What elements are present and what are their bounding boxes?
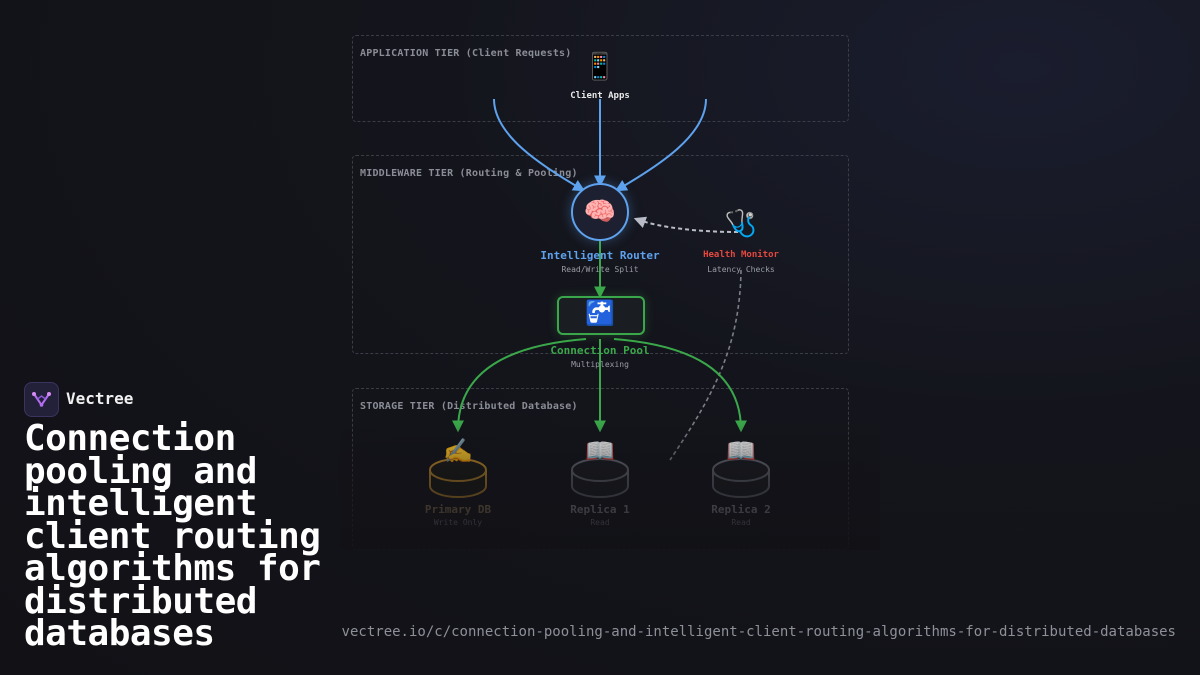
intelligent-router-label: Intelligent Router — [540, 249, 660, 262]
stethoscope-icon: 🩺 — [724, 209, 758, 239]
storage-tier-label: STORAGE TIER (Distributed Database) — [360, 401, 578, 412]
health-monitor-label: Health Monitor — [703, 250, 779, 260]
page-headline: Connection pooling and intelligent clien… — [24, 418, 321, 654]
page-url[interactable]: vectree.io/c/connection-pooling-and-inte… — [341, 624, 1176, 640]
replica2-sub: Read — [731, 518, 751, 527]
open-book-icon: 📖 — [585, 437, 615, 465]
faucet-icon: 🚰 — [585, 299, 615, 327]
middleware-tier-label: MIDDLEWARE TIER (Routing & Pooling) — [360, 168, 578, 179]
edge-health-router — [633, 216, 739, 233]
edge-pool-primary — [452, 338, 587, 433]
mobile-phone-icon: 📱 — [583, 52, 617, 82]
brand-name: Vectree — [66, 389, 134, 408]
primary-db-sub: Write Only — [433, 518, 483, 527]
replica1-sub: Read — [590, 518, 610, 527]
writing-hand-icon: ✍️ — [443, 437, 473, 465]
connection-pool-node — [557, 296, 645, 335]
intelligent-router-sub: Read/Write Split — [561, 265, 639, 274]
edge-health-storage — [669, 269, 742, 461]
edge-pool-replica2 — [613, 338, 747, 433]
brain-icon: 🧠 — [583, 197, 617, 227]
edge-client-router-right — [614, 98, 707, 192]
intelligent-router-node — [571, 183, 629, 241]
client-apps-label: Client Apps — [570, 91, 630, 101]
vectree-logo-icon — [24, 382, 59, 417]
health-monitor-sub: Latency Checks — [707, 265, 775, 274]
replica1-label: Replica 1 — [570, 503, 630, 516]
connection-pool-label: Connection Pool — [550, 344, 650, 357]
application-tier-label: APPLICATION TIER (Client Requests) — [360, 48, 572, 59]
edge-client-router-left — [493, 98, 586, 192]
connection-pool-sub: Multiplexing — [571, 360, 629, 369]
replica2-label: Replica 2 — [711, 503, 771, 516]
primary-db-label: Primary DB — [424, 503, 492, 516]
open-book-icon: 📖 — [726, 437, 756, 465]
